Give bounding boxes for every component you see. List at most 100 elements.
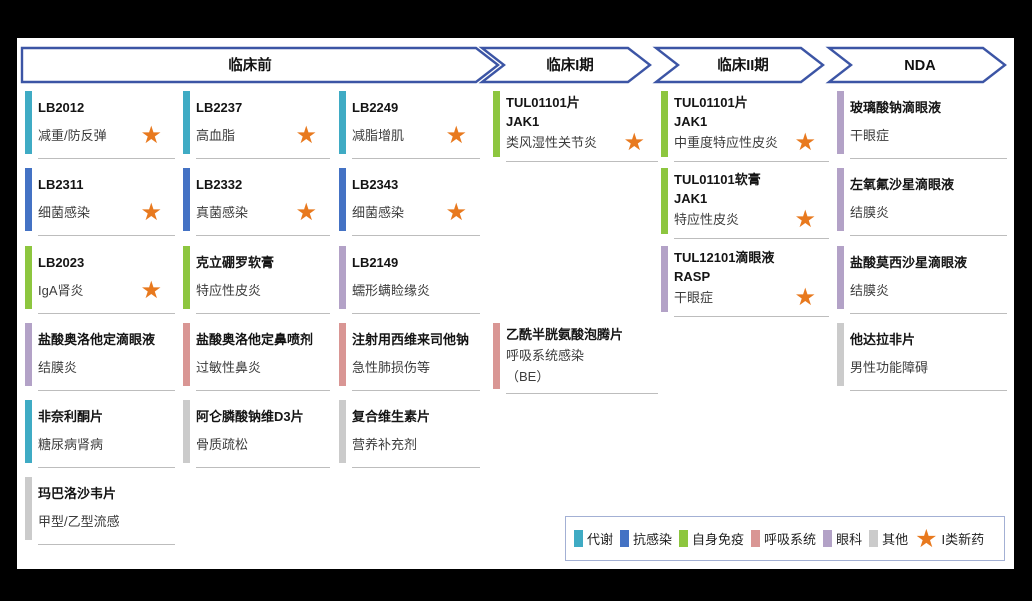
drug-name: 乙酰半胱氨酸泡腾片 <box>506 327 624 342</box>
drug-name: 盐酸奥洛他定鼻喷剂 <box>196 332 314 347</box>
drug-indication: 呼吸系统感染 <box>506 348 585 363</box>
drug-name: LB2332 <box>196 177 243 192</box>
class1-new-drug-star-icon: ★ <box>445 198 467 226</box>
category-bar-icon <box>339 400 346 463</box>
drug-card: 阿仑膦酸钠维D3片骨质疏松 <box>183 399 330 468</box>
card-body: 注射用西维来司他钠急性肺损伤等 <box>352 322 480 391</box>
category-bar-icon <box>493 91 500 157</box>
card-body: 他达拉非片男性功能障碍 <box>850 322 1007 391</box>
card-body: 盐酸奥洛他定滴眼液结膜炎 <box>38 322 175 391</box>
category-bar-icon <box>837 246 844 309</box>
drug-name: 阿仑膦酸钠维D3片 <box>196 409 304 424</box>
class1-new-drug-star-icon: ★ <box>794 284 816 311</box>
drug-card: 盐酸莫西沙星滴眼液结膜炎 <box>837 245 1007 314</box>
drug-name: 盐酸莫西沙星滴眼液 <box>850 255 968 270</box>
legend-label: 眼科 <box>836 532 863 547</box>
legend-item: 眼科 <box>823 529 862 548</box>
stage-label-phase2: 临床II期 <box>717 56 769 74</box>
category-bar-icon <box>339 91 346 154</box>
drug-name: 玛巴洛沙韦片 <box>38 486 117 501</box>
category-bar-icon <box>183 91 190 154</box>
drug-name: JAK1 <box>674 114 708 129</box>
class1-new-drug-star-icon: ★ <box>915 524 938 553</box>
card-body: 玛巴洛沙韦片甲型/乙型流感 <box>38 476 175 545</box>
pipeline-board: 临床前 临床I期 临床II期 NDA 代谢抗感染自身免疫呼吸系统眼科其他 ★ I… <box>17 38 1014 569</box>
class1-new-drug-star-icon: ★ <box>140 121 162 149</box>
stage-label-phase1: 临床I期 <box>546 56 594 74</box>
drug-indication: 真菌感染 <box>196 205 249 220</box>
legend-label: 其他 <box>882 532 909 547</box>
stage-arrow-phase2 <box>652 46 825 84</box>
drug-name: JAK1 <box>506 114 540 129</box>
category-bar-icon <box>183 246 190 309</box>
legend-label: 自身免疫 <box>692 532 745 547</box>
drug-indication: 过敏性鼻炎 <box>196 360 262 375</box>
category-bar-icon <box>25 168 32 231</box>
legend-item: 代谢 <box>574 529 613 548</box>
drug-name: 复合维生素片 <box>352 409 431 424</box>
stage-label-nda: NDA <box>904 58 936 74</box>
drug-name: LB2343 <box>352 177 399 192</box>
card-body: 玻璃酸钠滴眼液干眼症 <box>850 90 1007 159</box>
legend-item: 自身免疫 <box>679 529 744 548</box>
drug-indication: 中重度特应性皮炎 <box>674 135 779 150</box>
category-bar-icon <box>183 323 190 386</box>
drug-indication: 骨质疏松 <box>196 437 249 452</box>
drug-indication: 营养补充剂 <box>352 437 418 452</box>
legend-swatch-icon <box>751 530 761 547</box>
drug-card: 玻璃酸钠滴眼液干眼症 <box>837 90 1007 159</box>
card-body: 非奈利酮片糖尿病肾病 <box>38 399 175 468</box>
category-bar-icon <box>25 246 32 309</box>
legend-label: 代谢 <box>587 532 614 547</box>
class1-new-drug-star-icon: ★ <box>295 198 317 226</box>
drug-indication: 急性肺损伤等 <box>352 360 431 375</box>
drug-card: 克立硼罗软膏特应性皮炎 <box>183 245 330 314</box>
drug-indication: 特应性皮炎 <box>674 212 740 227</box>
legend-box: 代谢抗感染自身免疫呼吸系统眼科其他 ★ I类新药 <box>565 516 1005 561</box>
class1-new-drug-star-icon: ★ <box>794 129 816 156</box>
drug-name: 非奈利酮片 <box>38 409 104 424</box>
drug-name: TUL01101片 <box>674 95 748 110</box>
category-bar-icon <box>837 91 844 154</box>
stage-arrow-phase1 <box>478 46 652 84</box>
drug-indication: 结膜炎 <box>850 205 890 220</box>
drug-card: 左氧氟沙星滴眼液结膜炎 <box>837 167 1007 236</box>
category-bar-icon <box>183 168 190 231</box>
drug-indication: IgA肾炎 <box>38 283 84 298</box>
drug-name: TUL01101片 <box>506 95 580 110</box>
drug-indication: 高血脂 <box>196 128 236 143</box>
category-bar-icon <box>837 323 844 386</box>
card-body: 复合维生素片营养补充剂 <box>352 399 480 468</box>
category-bar-icon <box>339 323 346 386</box>
class1-new-drug-star-icon: ★ <box>794 206 816 233</box>
drug-indication: （BE） <box>506 369 550 384</box>
drug-card: 乙酰半胱氨酸泡腾片呼吸系统感染 （BE） <box>493 322 658 394</box>
category-bar-icon <box>339 246 346 309</box>
legend-label: 呼吸系统 <box>764 532 817 547</box>
category-bar-icon <box>25 323 32 386</box>
legend-item: 呼吸系统 <box>751 529 816 548</box>
drug-indication: 结膜炎 <box>38 360 78 375</box>
category-bar-icon <box>661 246 668 312</box>
category-bar-icon <box>493 323 500 389</box>
stage-header-arrows: 临床前 临床I期 临床II期 NDA <box>20 46 1007 84</box>
legend-swatch-icon <box>679 530 689 547</box>
card-body: 盐酸奥洛他定鼻喷剂过敏性鼻炎 <box>196 322 330 391</box>
card-body: 克立硼罗软膏特应性皮炎 <box>196 245 330 314</box>
drug-indication: 蠕形螨睑缘炎 <box>352 283 431 298</box>
drug-indication: 特应性皮炎 <box>196 283 262 298</box>
drug-card: TUL01101片 JAK1 中重度特应性皮炎 ★ <box>661 90 829 162</box>
legend-item-class1-new-drug: ★ I类新药 <box>915 524 984 553</box>
legend-swatch-icon <box>574 530 583 547</box>
drug-card: 盐酸奥洛他定鼻喷剂过敏性鼻炎 <box>183 322 330 391</box>
